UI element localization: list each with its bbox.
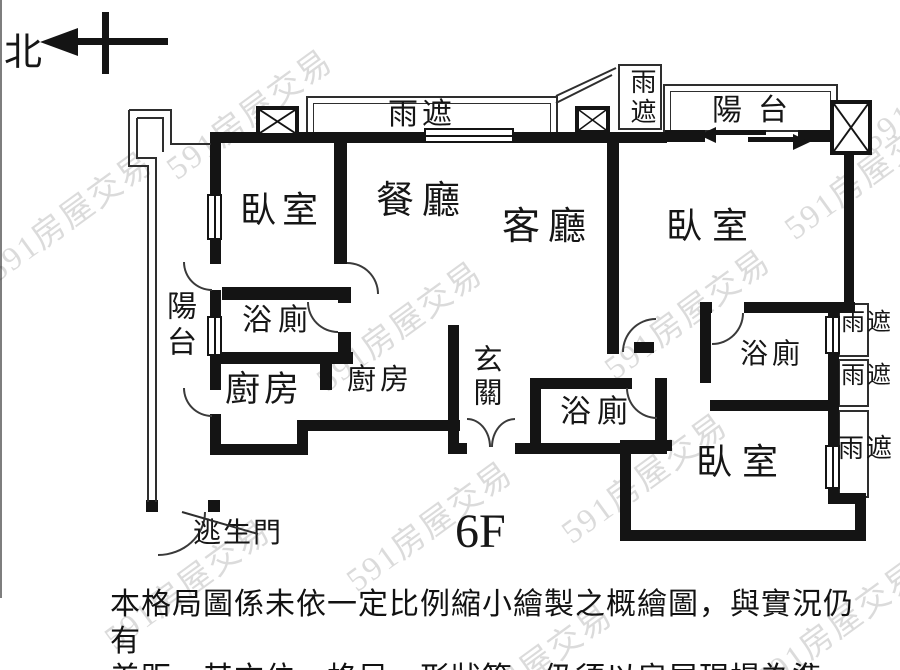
structural-column bbox=[575, 106, 610, 134]
room-label-balcony-top-right: 陽台 bbox=[712, 94, 804, 127]
wall bbox=[607, 132, 619, 354]
wall bbox=[855, 493, 866, 541]
wall bbox=[222, 287, 347, 300]
room-label-dining: 餐廳 bbox=[376, 180, 469, 222]
room-label-bathroom-center: 浴廁 bbox=[560, 394, 634, 429]
room-label-bathroom-left: 浴廁 bbox=[242, 304, 314, 337]
window-midline bbox=[426, 134, 512, 137]
north-arrow-shaft bbox=[72, 38, 168, 45]
wall bbox=[844, 150, 854, 308]
window bbox=[207, 194, 222, 240]
wall bbox=[828, 354, 839, 447]
wall bbox=[828, 489, 839, 504]
window-midline bbox=[831, 447, 834, 487]
wall bbox=[448, 443, 467, 454]
window-midline bbox=[213, 318, 216, 354]
window-midline bbox=[213, 196, 216, 238]
room-label-bathroom-right: 浴廁 bbox=[740, 339, 805, 370]
window bbox=[424, 128, 514, 143]
wall bbox=[828, 302, 839, 318]
wall bbox=[297, 420, 308, 455]
wall bbox=[210, 240, 221, 264]
canopy-label-top: 雨遮 bbox=[388, 98, 456, 131]
canopy-right-middle-box bbox=[838, 359, 869, 407]
north-arrow-icon bbox=[40, 28, 78, 56]
wall bbox=[620, 530, 866, 541]
canopy-label-right-middle: 雨遮 bbox=[841, 363, 893, 389]
balcony-top-right-box bbox=[663, 84, 838, 132]
wall bbox=[620, 440, 672, 451]
wall bbox=[210, 352, 353, 364]
escape-door-label: 逃生門 bbox=[193, 518, 284, 549]
wall bbox=[210, 132, 221, 196]
wall bbox=[620, 440, 631, 535]
sliding-door-panel bbox=[712, 130, 766, 135]
window bbox=[825, 316, 840, 354]
room-label-foyer: 玄關 bbox=[469, 344, 501, 410]
wall bbox=[700, 311, 711, 383]
room-label-kitchen-left: 廚房 bbox=[225, 370, 304, 409]
wall bbox=[210, 444, 308, 455]
disclaimer-line-1: 本格局圖係未依一定比例縮小繪製之概繪圖，與實況仍有 bbox=[110, 588, 854, 658]
room-label-bedroom-top-right: 臥室 bbox=[666, 206, 759, 246]
wall bbox=[530, 378, 541, 454]
north-label: 北 bbox=[4, 32, 43, 74]
room-label-balcony-left: 陽台 bbox=[162, 290, 195, 362]
canopy-top-vertical-box bbox=[618, 64, 662, 130]
disclaimer-line-2: 差距，其方位、格局、形狀等，仍須以房屋現場為準。 bbox=[110, 660, 880, 670]
wall bbox=[338, 332, 351, 364]
north-arrow-crossbar bbox=[102, 12, 109, 74]
wall bbox=[334, 132, 347, 264]
wall bbox=[297, 420, 460, 431]
disclaimer-text: 本格局圖係未依一定比例縮小繪製之概繪圖，與實況仍有 差距，其方位、格局、形狀等，… bbox=[110, 586, 880, 670]
canopy-inner-line bbox=[313, 103, 551, 134]
window bbox=[825, 445, 840, 489]
wall bbox=[210, 290, 221, 320]
wall bbox=[448, 325, 459, 453]
sliding-door-panel bbox=[748, 137, 802, 142]
canopy-label-right-lower: 雨遮 bbox=[838, 434, 895, 463]
wall bbox=[515, 443, 542, 454]
wall bbox=[710, 400, 838, 411]
room-label-kitchen-center: 廚房 bbox=[347, 364, 414, 396]
sliding-arrow-left-icon bbox=[699, 127, 716, 143]
wall bbox=[530, 378, 632, 389]
room-label-living: 客廳 bbox=[502, 206, 595, 248]
structural-column bbox=[830, 100, 872, 155]
window bbox=[207, 316, 222, 356]
wall bbox=[656, 402, 667, 451]
wall bbox=[665, 130, 705, 142]
room-label-bedroom-bottom-right: 臥室 bbox=[696, 442, 789, 482]
wall bbox=[828, 493, 866, 504]
wall bbox=[320, 352, 332, 390]
floor-label: 6F bbox=[455, 505, 506, 558]
room-label-bedroom-top-left: 臥室 bbox=[240, 190, 325, 230]
door-jamb bbox=[208, 500, 220, 512]
sliding-arrow-right-icon bbox=[793, 134, 810, 150]
wall bbox=[210, 414, 221, 452]
edge-artifact bbox=[0, 0, 2, 598]
canopy-label-top-vertical: 雨遮 bbox=[627, 68, 656, 128]
structural-column bbox=[256, 106, 299, 137]
wall bbox=[744, 302, 838, 313]
wall bbox=[530, 443, 667, 454]
wall bbox=[700, 302, 712, 313]
canopy-label-right-upper: 雨遮 bbox=[841, 310, 893, 336]
door-jamb bbox=[146, 500, 158, 512]
wall bbox=[828, 302, 855, 313]
window-midline bbox=[831, 318, 834, 352]
wall bbox=[210, 356, 221, 390]
